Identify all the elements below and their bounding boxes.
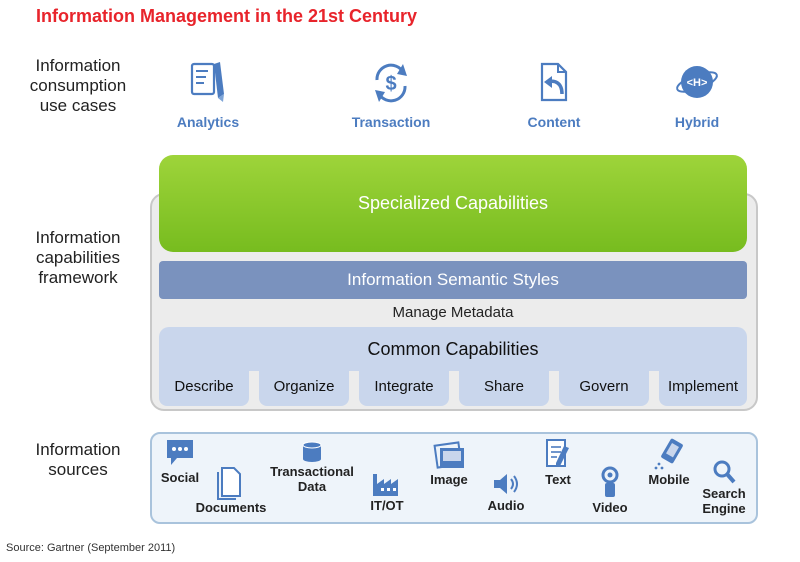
image-icon: [433, 441, 464, 469]
label-line: Information: [35, 56, 121, 75]
source-label: Audio: [487, 498, 525, 513]
capability-describe: Describe: [159, 366, 249, 406]
label-capabilities-framework: Information capabilities framework: [22, 228, 134, 288]
label-consumption-use-cases: Information consumption use cases: [22, 56, 134, 116]
label-line: Information: [35, 440, 121, 459]
common-capabilities-bar: Common Capabilities: [159, 327, 747, 371]
text-icon: [546, 439, 569, 467]
use-case-label: Content: [527, 114, 581, 130]
label-information-sources: Information sources: [22, 440, 134, 480]
source-label: Image: [430, 472, 468, 487]
source-label: Search: [702, 486, 746, 501]
use-case-transaction: $ Transaction: [336, 58, 446, 130]
source-video: Video: [588, 466, 632, 515]
hybrid-icon: <H>: [676, 66, 718, 98]
capability-implement: Implement: [659, 366, 747, 406]
svg-text:$: $: [385, 73, 396, 95]
source-mobile: Mobile: [642, 436, 696, 487]
transaction-icon: $: [375, 63, 407, 103]
specialized-capabilities-bar: Specialized Capabilities: [159, 155, 747, 252]
mobile-icon: [654, 438, 683, 470]
use-case-content: Content: [499, 58, 609, 130]
source-label: Social: [160, 470, 200, 485]
source-label-line2: Data: [297, 479, 327, 494]
label-line: capabilities: [35, 248, 121, 267]
source-label: Transactional: [270, 464, 354, 479]
use-case-analytics: Analytics: [153, 58, 263, 130]
database-icon: [302, 441, 322, 462]
use-case-label: Analytics: [176, 114, 240, 130]
use-case-hybrid: <H> Hybrid: [642, 58, 752, 130]
label-line: framework: [38, 268, 118, 287]
search-icon: [713, 460, 736, 484]
source-image: Image: [424, 440, 474, 487]
hybrid-icon-text: <H>: [687, 77, 708, 89]
label-line: sources: [48, 460, 108, 479]
capability-organize: Organize: [259, 366, 349, 406]
source-search-engine: Search Engine: [696, 458, 752, 516]
source-label: Video: [592, 500, 628, 515]
source-label-line2: Engine: [702, 501, 746, 516]
label-line: use cases: [39, 96, 117, 115]
manage-metadata-label: Manage Metadata: [392, 304, 514, 321]
analytics-icon: [190, 62, 224, 102]
source-audio: Audio: [484, 470, 528, 513]
source-label: Text: [545, 472, 571, 487]
factory-icon: [373, 474, 398, 496]
source-text: Text: [536, 436, 580, 487]
source-it-ot: IT/OT: [362, 470, 412, 513]
audio-icon: [494, 474, 518, 494]
use-case-label: Transaction: [351, 114, 431, 130]
label-line: Information: [35, 228, 121, 247]
source-label: Documents: [195, 500, 267, 515]
page-title: Information Management in the 21st Centu…: [36, 6, 418, 26]
documents-icon: [217, 467, 241, 500]
source-label: IT/OT: [370, 498, 404, 513]
source-attribution: Source: Gartner (September 2011): [6, 542, 176, 554]
source-documents: Documents: [190, 466, 272, 515]
capability-share: Share: [459, 366, 549, 406]
semantic-styles-bar: Information Semantic Styles: [159, 261, 747, 299]
source-transactional-data: Transactional Data: [264, 440, 360, 494]
content-icon: [540, 62, 568, 102]
use-case-label: Hybrid: [674, 114, 720, 130]
capability-integrate: Integrate: [359, 366, 449, 406]
source-social: Social: [160, 436, 200, 485]
video-icon: [601, 466, 619, 497]
social-icon: [167, 440, 193, 465]
source-label: Mobile: [648, 472, 690, 487]
sources-container: [150, 432, 758, 524]
capability-govern: Govern: [559, 366, 649, 406]
label-line: consumption: [29, 76, 127, 95]
